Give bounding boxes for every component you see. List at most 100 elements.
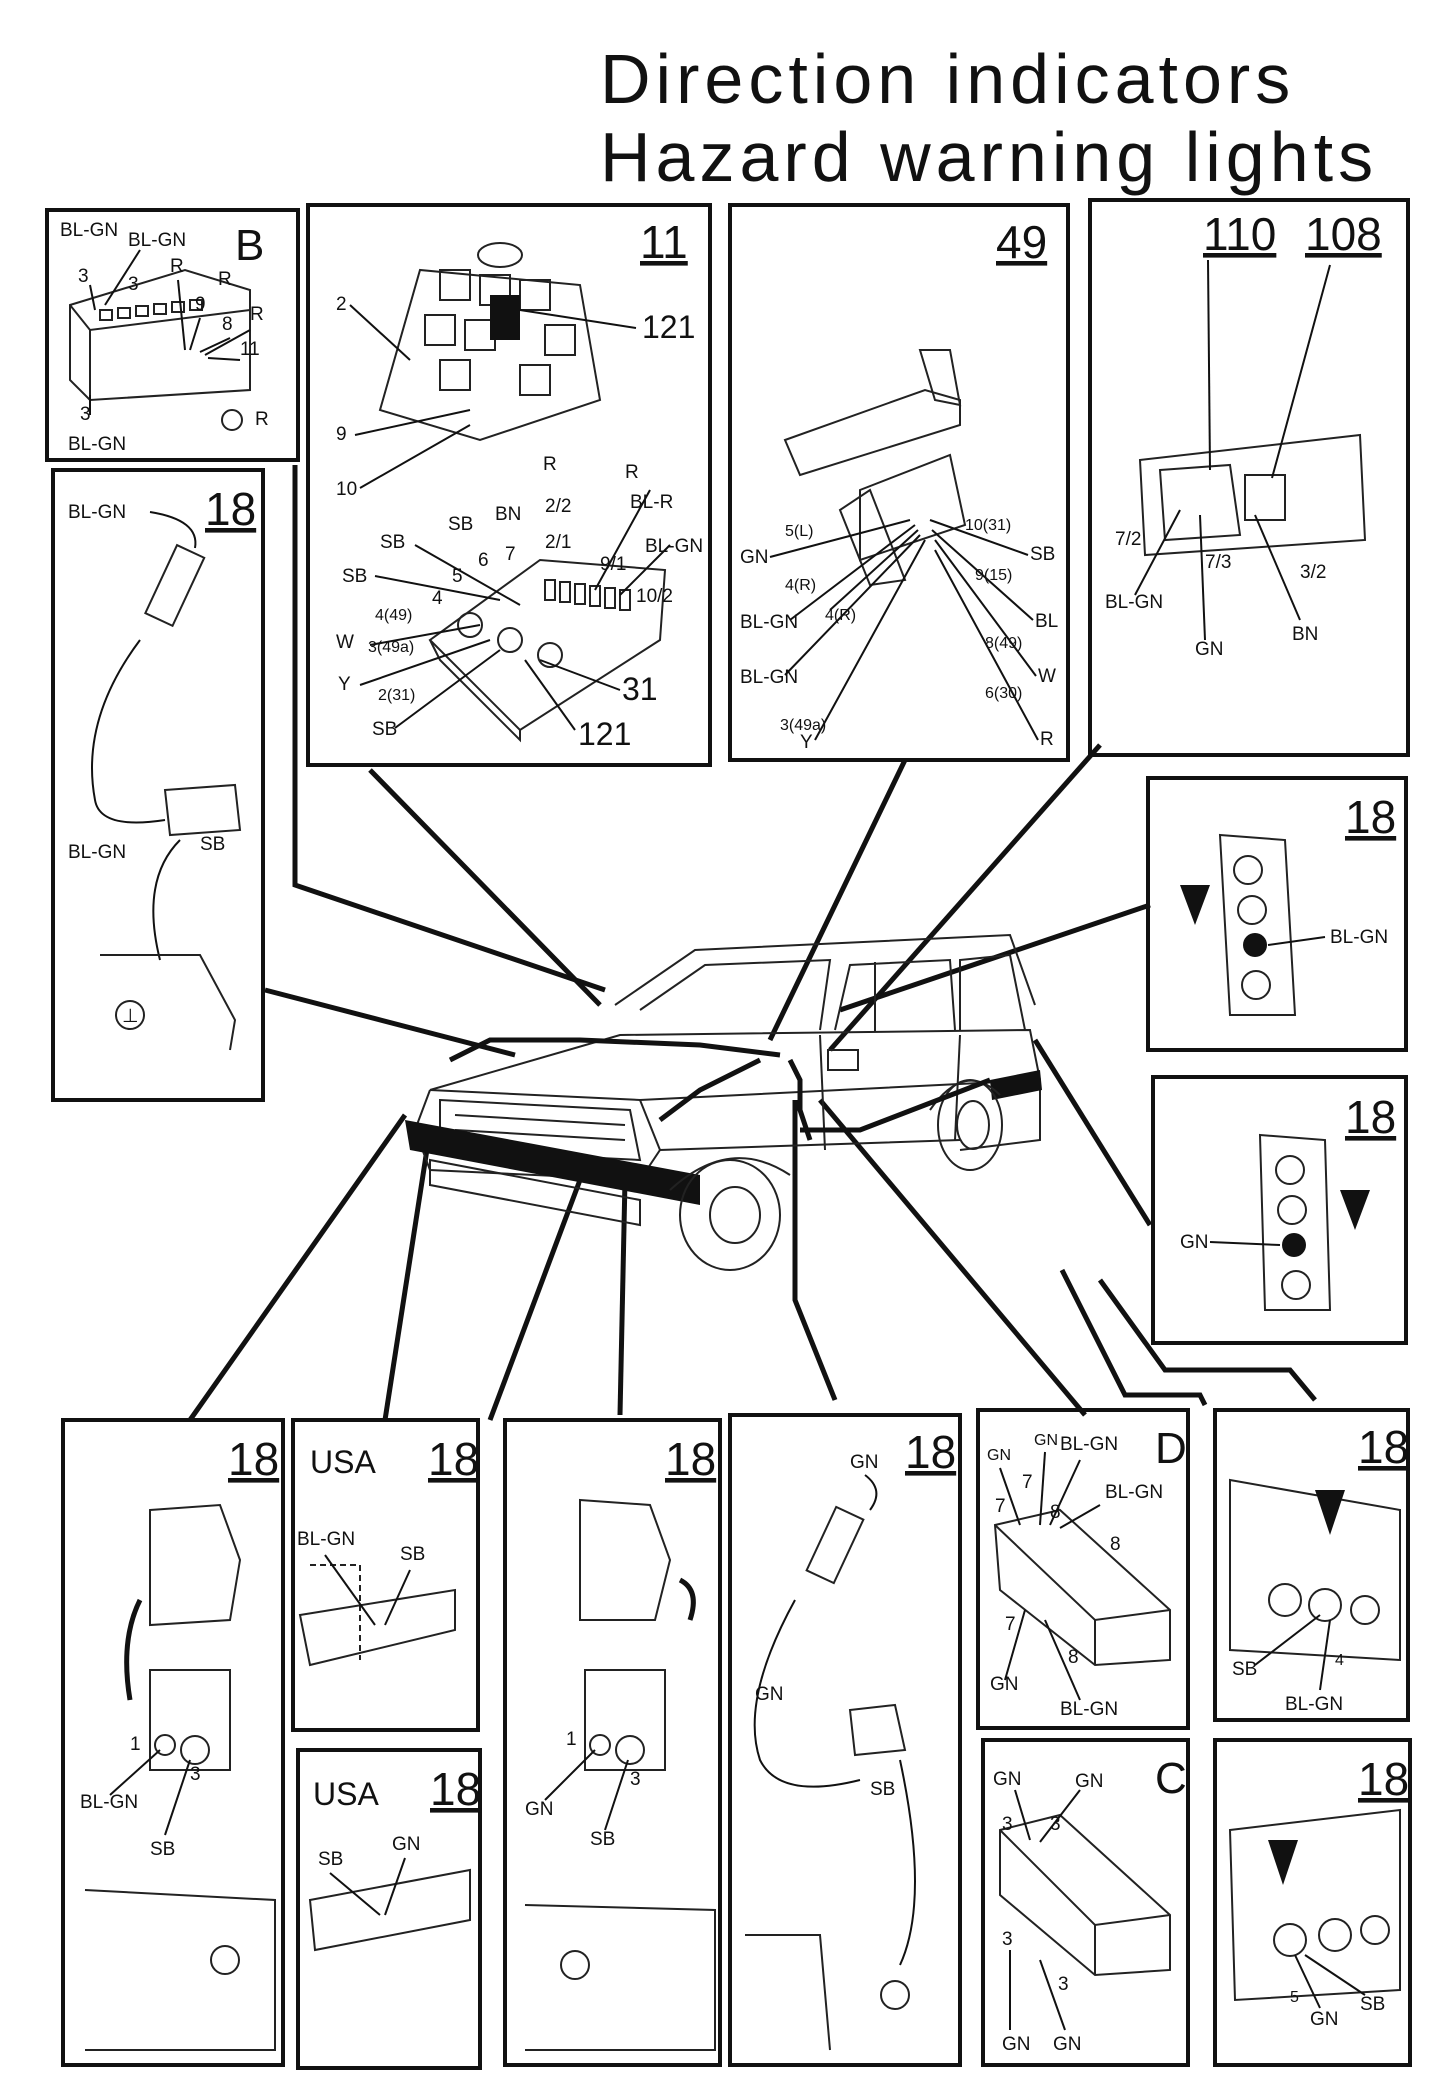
panel-D: D GN GN BL-GN 7 7 8 BL-GN 8 7 GN 8 BL-GN [976,1408,1190,1730]
wire-label: 2 [336,294,347,315]
wire-label: 1 [130,1734,141,1755]
relays [424,269,576,396]
wire-label: BL-R [630,492,673,513]
wire-label: 11 [240,339,260,360]
wire-label: 9 [336,424,347,445]
wire-label: 7 [1022,1472,1033,1493]
panel-bottom-18-4: 18 GN GN SB [728,1413,962,2067]
wire-label: BL-GN [1330,927,1388,948]
wire-label: GN [1002,2034,1031,2055]
wire-label: GN [987,1447,1011,1464]
wire-label: 2/1 [545,532,571,553]
wire-label: 18 [1345,791,1396,843]
wire-label: BL-GN [297,1529,355,1550]
wire-label: BL-GN [68,502,126,523]
usa-label-2: USA [313,1776,379,1812]
wire-label: 5 [452,566,463,587]
wire-label: 18 [1345,1091,1396,1143]
usa-label-1: USA [310,1444,376,1480]
wire-label: 2/2 [545,496,571,517]
wire-label: 4(49) [375,607,412,624]
wire-label: SB [380,532,405,553]
wire-label: SB [372,719,397,740]
panel-11: 11 2 121 9 10 [306,203,712,767]
wire-label: GN [1053,2034,1082,2055]
panel-right-bottom-18-upper: 18 SB 4 BL-GN [1213,1408,1410,1722]
wire-label: 9(15) [975,567,1012,584]
wire-label: 4 [1335,1652,1344,1669]
title-line-1: Direction indicators [600,40,1296,118]
wire-label: D [1155,1424,1187,1473]
wire-label: 3(49a) [780,717,826,734]
panel-bottom-18-1: 18 1 BL-GN 3 SB [61,1418,285,2067]
wire-label: 31 [622,671,658,707]
wire-label: GN [1180,1232,1209,1253]
wire-label: GN [1310,2009,1339,2030]
panel-right-18-lower: 18 GN [1151,1075,1408,1345]
panel-49: 49 5(L) 10(31) GN SB 4(R) 9(15) BL-GN 4(… [728,203,1070,762]
panel-108-id: 108 [1305,208,1382,260]
wire-label: W [336,632,354,653]
car-illustration [405,933,1042,1271]
wire-label: 3 [128,274,139,295]
wire-label: 8 [1110,1534,1121,1555]
page-title: Direction indicators Hazard warning ligh… [600,40,1420,196]
wire-label: BN [1292,624,1318,645]
wire-label: GN [1034,1432,1058,1449]
wire-label: GN [1195,639,1224,660]
wire-label: SB [150,1839,175,1860]
wire-label: Y [800,732,813,753]
wire-label: 3 [1002,1814,1013,1835]
wire-label: GN [740,547,769,568]
wire-label: SB [1232,1659,1257,1680]
title-line-2: Hazard warning lights [600,118,1379,196]
panel-11-id: 11 [640,216,688,268]
wire-label: BL-GN [645,536,703,557]
wire-label: 4(R) [785,577,816,594]
wire-label: 6(30) [985,685,1022,702]
wire-label: 10 [336,479,357,500]
wire-label: 7 [505,544,516,565]
wire-label: SB [448,514,473,535]
wire-label: GN [850,1452,879,1473]
wire-label: 7/3 [1205,552,1231,573]
panel-right-bottom-18-lower: 18 5 GN SB [1213,1738,1412,2067]
wire-label: 18 [205,483,256,535]
wire-label: BN [495,504,521,525]
wire-label: 3 [190,1764,201,1785]
wire-label: BL-GN [740,667,798,688]
leader-lines [187,465,1317,1422]
wire-label: 18 [228,1433,279,1485]
wire-label: BL [1035,611,1058,632]
wire-label: R [255,409,269,430]
wire-label: SB [870,1779,895,1800]
wire-label: 2(31) [378,687,415,704]
wire-label: GN [993,1769,1022,1790]
wire-label: SB [200,834,225,855]
wire-label: 5(L) [785,523,813,540]
wire-label: 3 [1050,1814,1061,1835]
wire-label: BL-GN [80,1792,138,1813]
wire-label: 3 [630,1769,641,1790]
wire-label: 3 [80,404,91,425]
wire-label: BL-GN [1105,592,1163,613]
wire-label: 3 [1058,1974,1069,1995]
wire-label: SB [400,1544,425,1565]
wire-label: 4(R) [825,607,856,624]
wire-label: SB [318,1849,343,1870]
wire-label: 9 [195,294,206,315]
panel-B: B BL-GN BL-GN 3 3 R 9 R 8 R 11 3 BL-GN R [45,208,300,462]
wire-label: 18 [905,1426,956,1478]
panel-right-18-upper: 18 BL-GN [1146,776,1408,1052]
wire-label: GN [525,1799,554,1820]
wire-label: BL-GN [1105,1482,1163,1503]
wire-label: GN [990,1674,1019,1695]
wire-label: BL-GN [68,842,126,863]
wire-label: R [1040,729,1054,750]
wire-label: BL-GN [68,434,126,455]
wire-label: SB [342,566,367,587]
wire-label: 1 [566,1729,577,1750]
wire-label: 18 [428,1433,479,1485]
wire-label: 4 [432,588,443,609]
wire-label: 8 [222,314,233,335]
